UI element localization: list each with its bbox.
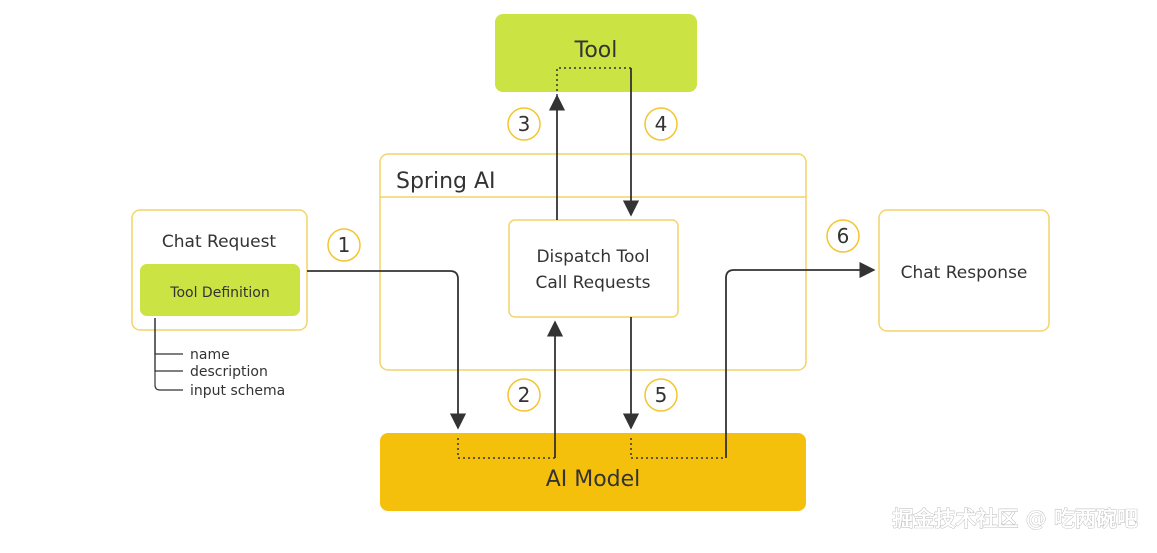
step-number-3: 3 (518, 112, 531, 136)
tool-box (495, 14, 697, 92)
tool-definition-box (140, 264, 300, 316)
dispatch-label-line2: Call Requests (535, 273, 650, 293)
chat-request-label: Chat Request (162, 232, 277, 252)
field-description: description (190, 364, 268, 380)
step-number-2: 2 (518, 383, 531, 407)
field-name: name (190, 347, 230, 363)
field-connector-input-schema (154, 318, 183, 391)
step-badge-5 (644, 378, 678, 412)
tool-label: Tool (574, 38, 618, 63)
ai-model-node: AI Model (380, 433, 806, 511)
step-number-6: 6 (837, 224, 850, 248)
tool-node: Tool (495, 14, 697, 92)
model-internal-path-1-2 (457, 438, 555, 459)
step-badge-3 (507, 107, 541, 141)
spring-ai-label: Spring AI (396, 169, 496, 194)
step-number-5: 5 (655, 383, 668, 407)
step-number-1: 1 (338, 233, 351, 257)
chat-request-node: Chat Request Tool Definition (131, 209, 308, 331)
step-badge-4 (644, 107, 678, 141)
watermark-text: 掘金技术社区 @ 吃两碗吧 (892, 507, 1138, 531)
chat-response-label: Chat Response (901, 263, 1028, 283)
tool-definition-label: Tool Definition (169, 285, 269, 301)
spring-ai-box (379, 153, 807, 371)
field-input-schema: input schema (190, 383, 285, 399)
step-badge-6 (826, 219, 860, 253)
step-badge-2 (507, 378, 541, 412)
dispatch-node: Dispatch Tool Call Requests (508, 219, 679, 318)
tool-definition-fields (154, 318, 183, 391)
chat-response-box (878, 209, 1050, 332)
arrow-step-1 (307, 270, 467, 430)
chat-response-node: Chat Response (878, 209, 1050, 332)
dispatch-box (508, 219, 679, 318)
step-badge-1 (327, 228, 361, 262)
arrow-step-6 (725, 261, 876, 458)
spring-ai-container: Spring AI (379, 153, 807, 371)
dispatch-label-line1: Dispatch Tool (536, 247, 649, 267)
ai-model-label: AI Model (546, 467, 641, 492)
step-number-4: 4 (655, 112, 668, 136)
ai-model-box (380, 433, 806, 511)
model-internal-path-5-6 (630, 438, 726, 459)
